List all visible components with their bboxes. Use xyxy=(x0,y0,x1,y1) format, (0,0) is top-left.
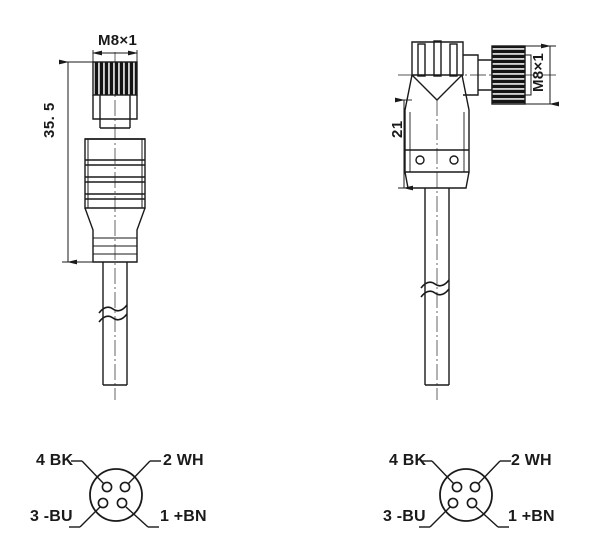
angled-break-wave-2 xyxy=(420,288,450,298)
straight-thread-label: M8×1 xyxy=(98,32,138,49)
pinout-diagram-right xyxy=(419,460,511,528)
pinout-left-pin-2 xyxy=(119,481,131,493)
straight-neck-lines xyxy=(99,119,131,128)
straight-collar xyxy=(92,95,138,120)
straight-knurled-nut xyxy=(92,61,138,96)
pinout-left-shell xyxy=(89,468,143,522)
angled-head-neck xyxy=(463,54,479,96)
pinout-right-label-pin-2: 2 WH xyxy=(511,452,552,469)
straight-break-wave-1 xyxy=(98,304,128,314)
pinout-left-pin-1 xyxy=(116,497,128,509)
angled-nut-end-face xyxy=(525,54,532,96)
pinout-diagram-left xyxy=(69,460,161,528)
pinout-right-pin-3 xyxy=(447,497,459,509)
straight-connector-drawing xyxy=(59,50,146,400)
angled-thread-label: M8×1 xyxy=(530,52,547,92)
angled-top-cap xyxy=(411,41,464,76)
angled-shoulder-chamfer xyxy=(411,74,463,101)
angled-connector-drawing xyxy=(395,40,559,400)
pinout-right-pin-2 xyxy=(469,481,481,493)
pinout-right-leader-4 xyxy=(431,460,455,485)
angled-hole-1 xyxy=(415,155,425,165)
pinout-right-pin-4 xyxy=(451,481,463,493)
pinout-left-leader-1 xyxy=(125,506,149,528)
pinout-right-leader-3 xyxy=(429,506,451,528)
pinout-left-leader-2 xyxy=(127,460,151,485)
pinout-left-label-pin-1: 1 +BN xyxy=(160,508,207,525)
pinout-right-leader-1 xyxy=(475,506,499,528)
pinout-right-pin-1 xyxy=(466,497,478,509)
pinout-left-label-pin-4: 4 BK xyxy=(36,452,74,469)
straight-length-label: 35. 5 xyxy=(41,102,58,138)
angled-height-label: 21 xyxy=(389,120,406,138)
angled-slot-2 xyxy=(433,40,442,77)
pinout-right-label-pin-1: 1 +BN xyxy=(508,508,555,525)
pinout-left-leader-4 xyxy=(81,460,105,485)
pinout-right-label-pin-3: 3 -BU xyxy=(383,508,426,525)
angled-break-wave-1 xyxy=(420,279,450,289)
pinout-left-leader-3 xyxy=(79,506,101,528)
straight-strain-relief xyxy=(84,207,146,263)
pinout-left-pin-3 xyxy=(97,497,109,509)
straight-boot-ribs xyxy=(93,237,137,255)
angled-knurled-nut xyxy=(491,45,526,105)
pinout-left-label-pin-3: 3 -BU xyxy=(30,508,73,525)
angled-hole-2 xyxy=(449,155,459,165)
pinout-left-pin-4 xyxy=(101,481,113,493)
pinout-right-label-pin-4: 4 BK xyxy=(389,452,427,469)
pinout-right-shell xyxy=(439,468,493,522)
straight-body-inner-edges xyxy=(87,139,143,208)
angled-slot-3 xyxy=(449,43,458,77)
angled-slot-1 xyxy=(417,43,426,77)
straight-break-wave-2 xyxy=(98,313,128,323)
pinout-left-label-pin-2: 2 WH xyxy=(163,452,204,469)
pinout-right-leader-2 xyxy=(477,460,501,485)
